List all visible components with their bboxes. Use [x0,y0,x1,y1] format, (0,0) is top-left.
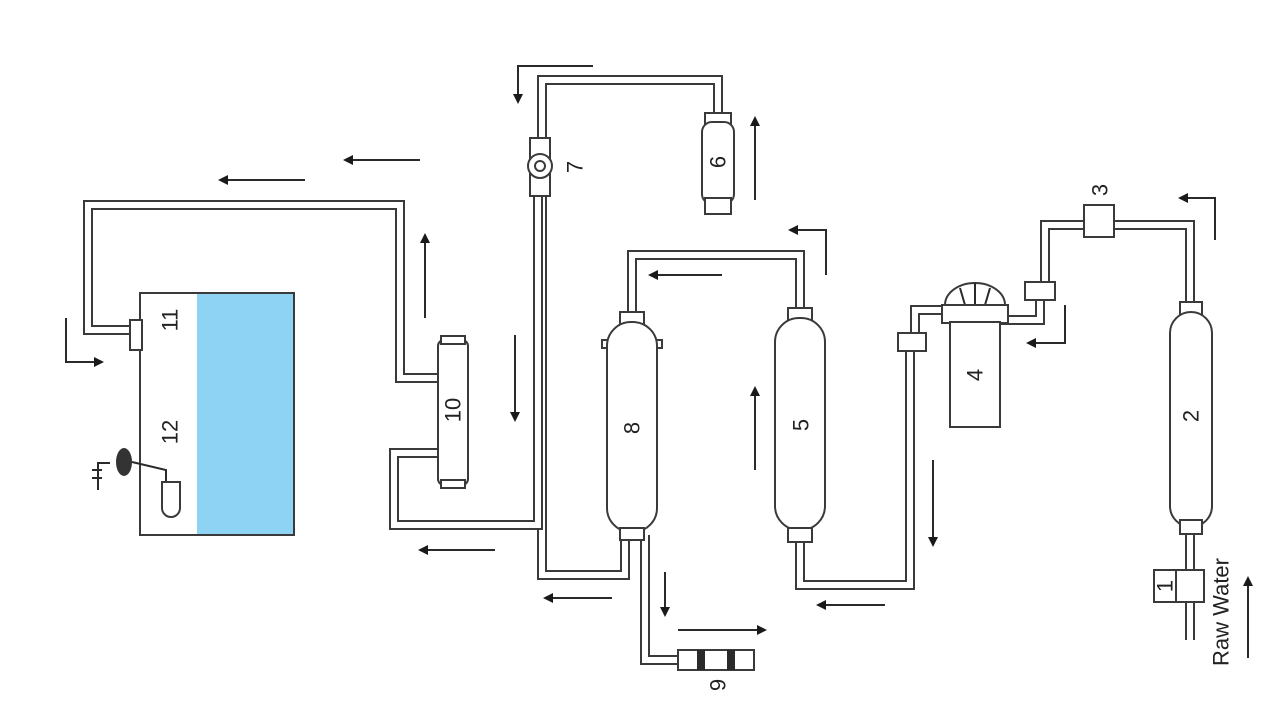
valve-3 [1083,204,1115,238]
label-7: 7 [563,161,588,173]
inlet-valve [1153,569,1205,603]
flow-arrows [65,65,1253,658]
label-2: 2 [1179,410,1204,422]
label-8: 8 [620,422,645,434]
valve-7 [527,137,553,197]
pipe-network [83,75,1195,665]
pump-switch [92,448,181,518]
label-10: 10 [441,398,466,422]
label-3: 3 [1088,184,1113,196]
connector-part [1024,281,1056,301]
filter-10 [437,335,469,489]
label-9: 9 [706,679,731,691]
filter-2 [1169,301,1213,535]
filter-4 [941,282,1009,428]
component-labels: 1 2 3 4 5 6 7 8 9 10 11 12 Raw Water [158,156,1234,691]
label-5: 5 [789,419,814,431]
label-6: 6 [706,156,731,168]
tank-water [197,294,293,534]
connector-4-left [897,332,927,352]
label-1: 1 [1153,580,1178,592]
storage-tank [129,292,295,536]
restrictor-9 [677,649,755,671]
label-12: 12 [158,420,183,444]
filter-6 [701,112,735,215]
raw-water-label: Raw Water [1209,558,1234,666]
filter-5 [774,307,826,543]
label-11: 11 [158,309,183,332]
label-4: 4 [963,369,988,381]
filter-8 [601,311,663,541]
